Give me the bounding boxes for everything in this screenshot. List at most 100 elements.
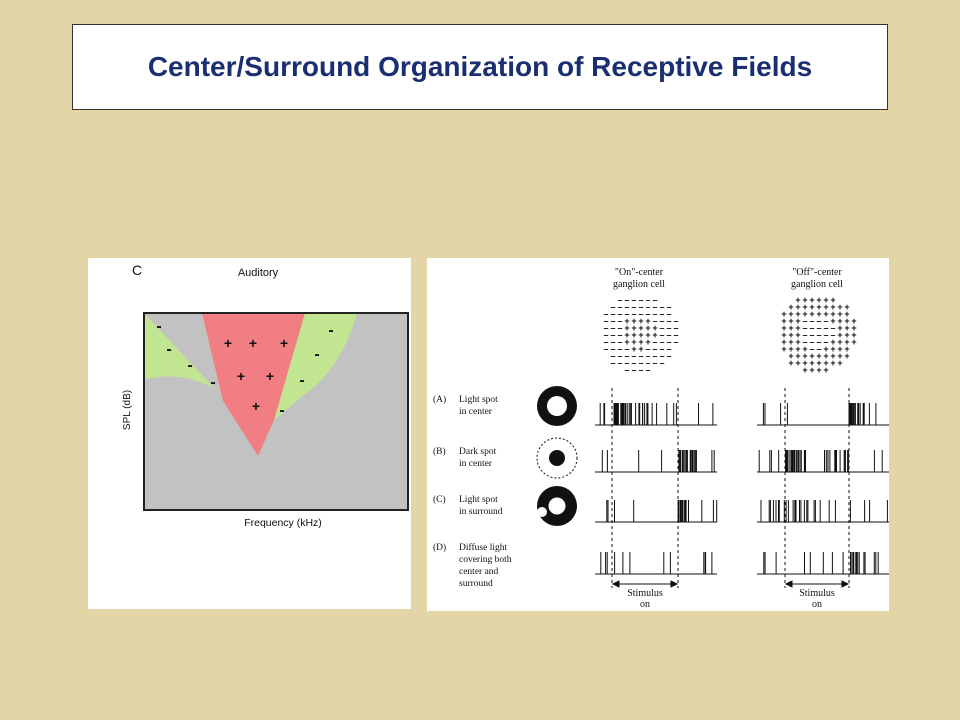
field-symbol: – bbox=[603, 344, 608, 354]
field-symbol: + bbox=[809, 365, 814, 375]
field-symbol: – bbox=[659, 337, 664, 347]
field-symbol: – bbox=[809, 330, 814, 340]
field-symbol: – bbox=[631, 358, 636, 368]
field-symbol: – bbox=[617, 309, 622, 319]
field-symbol: – bbox=[617, 337, 622, 347]
field-symbol: – bbox=[645, 295, 650, 305]
field-symbol: + bbox=[638, 316, 643, 326]
field-symbol: – bbox=[809, 323, 814, 333]
field-symbol: + bbox=[830, 358, 835, 368]
field-symbol: + bbox=[816, 358, 821, 368]
excitatory-marks: + + + + + + bbox=[224, 335, 288, 414]
field-symbol: + bbox=[645, 316, 650, 326]
field-symbol: + bbox=[823, 351, 828, 361]
field-symbol: + bbox=[837, 351, 842, 361]
field-symbol: – bbox=[673, 316, 678, 326]
field-symbol: – bbox=[830, 330, 835, 340]
field-symbol: + bbox=[837, 330, 842, 340]
field-symbol: – bbox=[617, 316, 622, 326]
field-symbol: + bbox=[823, 365, 828, 375]
field-symbol: + bbox=[624, 323, 629, 333]
field-symbol: – bbox=[610, 323, 615, 333]
field-symbol: + bbox=[844, 309, 849, 319]
field-symbol: – bbox=[659, 351, 664, 361]
field-symbol: – bbox=[645, 302, 650, 312]
field-symbol: + bbox=[795, 351, 800, 361]
field-symbol: + bbox=[844, 330, 849, 340]
auditory-title: Auditory bbox=[238, 267, 279, 279]
field-symbol: + bbox=[802, 295, 807, 305]
row-letter: (C) bbox=[433, 494, 446, 505]
row-label-line: surround bbox=[459, 579, 493, 589]
minus-mark: - bbox=[166, 341, 171, 358]
spike-trains bbox=[595, 403, 889, 575]
field-symbol: – bbox=[645, 309, 650, 319]
field-symbol: + bbox=[652, 330, 657, 340]
field-symbol: – bbox=[603, 337, 608, 347]
on-center-label: "On"-center ganglion cell bbox=[613, 267, 665, 290]
field-symbol: – bbox=[603, 323, 608, 333]
row-letter: (B) bbox=[433, 446, 446, 457]
plus-mark: + bbox=[224, 335, 232, 351]
field-symbol: – bbox=[645, 365, 650, 375]
field-symbol: + bbox=[788, 344, 793, 354]
field-symbol: + bbox=[837, 302, 842, 312]
field-symbol: + bbox=[795, 344, 800, 354]
minus-mark: - bbox=[314, 346, 319, 363]
field-symbol: + bbox=[844, 316, 849, 326]
field-symbol: + bbox=[631, 323, 636, 333]
field-symbol: – bbox=[610, 309, 615, 319]
field-symbol: + bbox=[802, 344, 807, 354]
retina-figure: "On"-center ganglion cell "Off"-center g… bbox=[433, 267, 889, 610]
field-symbol: + bbox=[830, 295, 835, 305]
field-symbol: + bbox=[788, 330, 793, 340]
field-symbol: + bbox=[816, 351, 821, 361]
field-symbol: + bbox=[844, 323, 849, 333]
field-symbol: + bbox=[830, 344, 835, 354]
field-symbol: + bbox=[823, 344, 828, 354]
field-symbol: – bbox=[666, 316, 671, 326]
field-symbol: – bbox=[823, 323, 828, 333]
field-symbol: – bbox=[823, 337, 828, 347]
field-symbol: – bbox=[631, 302, 636, 312]
field-symbol: + bbox=[830, 337, 835, 347]
field-symbol: + bbox=[844, 337, 849, 347]
field-symbol: + bbox=[781, 344, 786, 354]
field-symbol: – bbox=[624, 295, 629, 305]
field-symbol: – bbox=[666, 337, 671, 347]
field-symbol: + bbox=[781, 316, 786, 326]
field-symbol: + bbox=[809, 358, 814, 368]
field-symbol: – bbox=[816, 323, 821, 333]
field-symbol: + bbox=[631, 316, 636, 326]
x-axis-label: Frequency (kHz) bbox=[244, 517, 322, 529]
field-symbol: – bbox=[659, 302, 664, 312]
field-symbol: + bbox=[652, 323, 657, 333]
retina-figure-panel: "On"-center ganglion cell "Off"-center g… bbox=[427, 258, 889, 611]
field-symbol: + bbox=[795, 337, 800, 347]
field-symbol: + bbox=[795, 302, 800, 312]
field-symbol: – bbox=[645, 358, 650, 368]
y-axis-label: SPL (dB) bbox=[122, 390, 133, 430]
off-center-label-line: ganglion cell bbox=[791, 279, 843, 290]
field-symbol: + bbox=[645, 337, 650, 347]
field-symbol: + bbox=[816, 309, 821, 319]
field-symbol: – bbox=[659, 344, 664, 354]
plus-mark: + bbox=[249, 335, 257, 351]
field-symbol: – bbox=[666, 302, 671, 312]
field-symbol: – bbox=[659, 309, 664, 319]
field-symbol: – bbox=[638, 365, 643, 375]
field-symbol: – bbox=[666, 323, 671, 333]
field-symbol: – bbox=[645, 344, 650, 354]
field-symbol: – bbox=[638, 351, 643, 361]
field-symbol: + bbox=[631, 330, 636, 340]
field-symbol: – bbox=[617, 323, 622, 333]
plus-mark: + bbox=[266, 368, 274, 384]
field-symbol: + bbox=[795, 309, 800, 319]
field-symbol: – bbox=[816, 316, 821, 326]
field-symbol: + bbox=[638, 323, 643, 333]
field-symbol: – bbox=[638, 309, 643, 319]
field-symbol: – bbox=[673, 330, 678, 340]
field-symbol: – bbox=[823, 330, 828, 340]
stimulus-label-line: on bbox=[640, 599, 650, 610]
field-symbol: + bbox=[830, 309, 835, 319]
